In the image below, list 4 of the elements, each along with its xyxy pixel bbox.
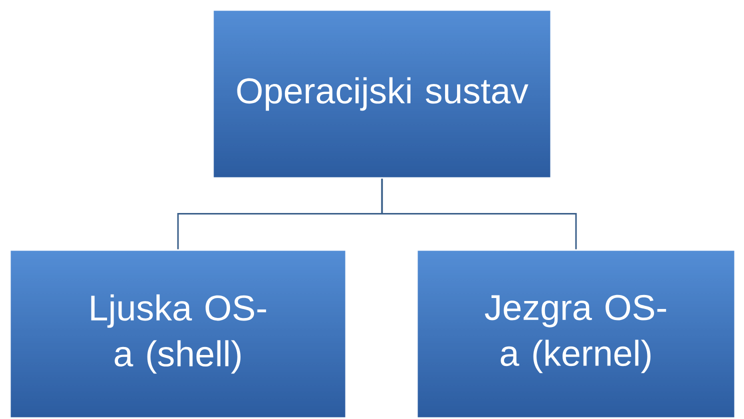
process-box: Operacijski sustav (212, 9, 552, 179)
process-box: Ljuska OS-a (shell) (9, 249, 347, 419)
connector-line (381, 178, 577, 250)
process-box: Jezgra OS-a (kernel) (416, 249, 736, 419)
